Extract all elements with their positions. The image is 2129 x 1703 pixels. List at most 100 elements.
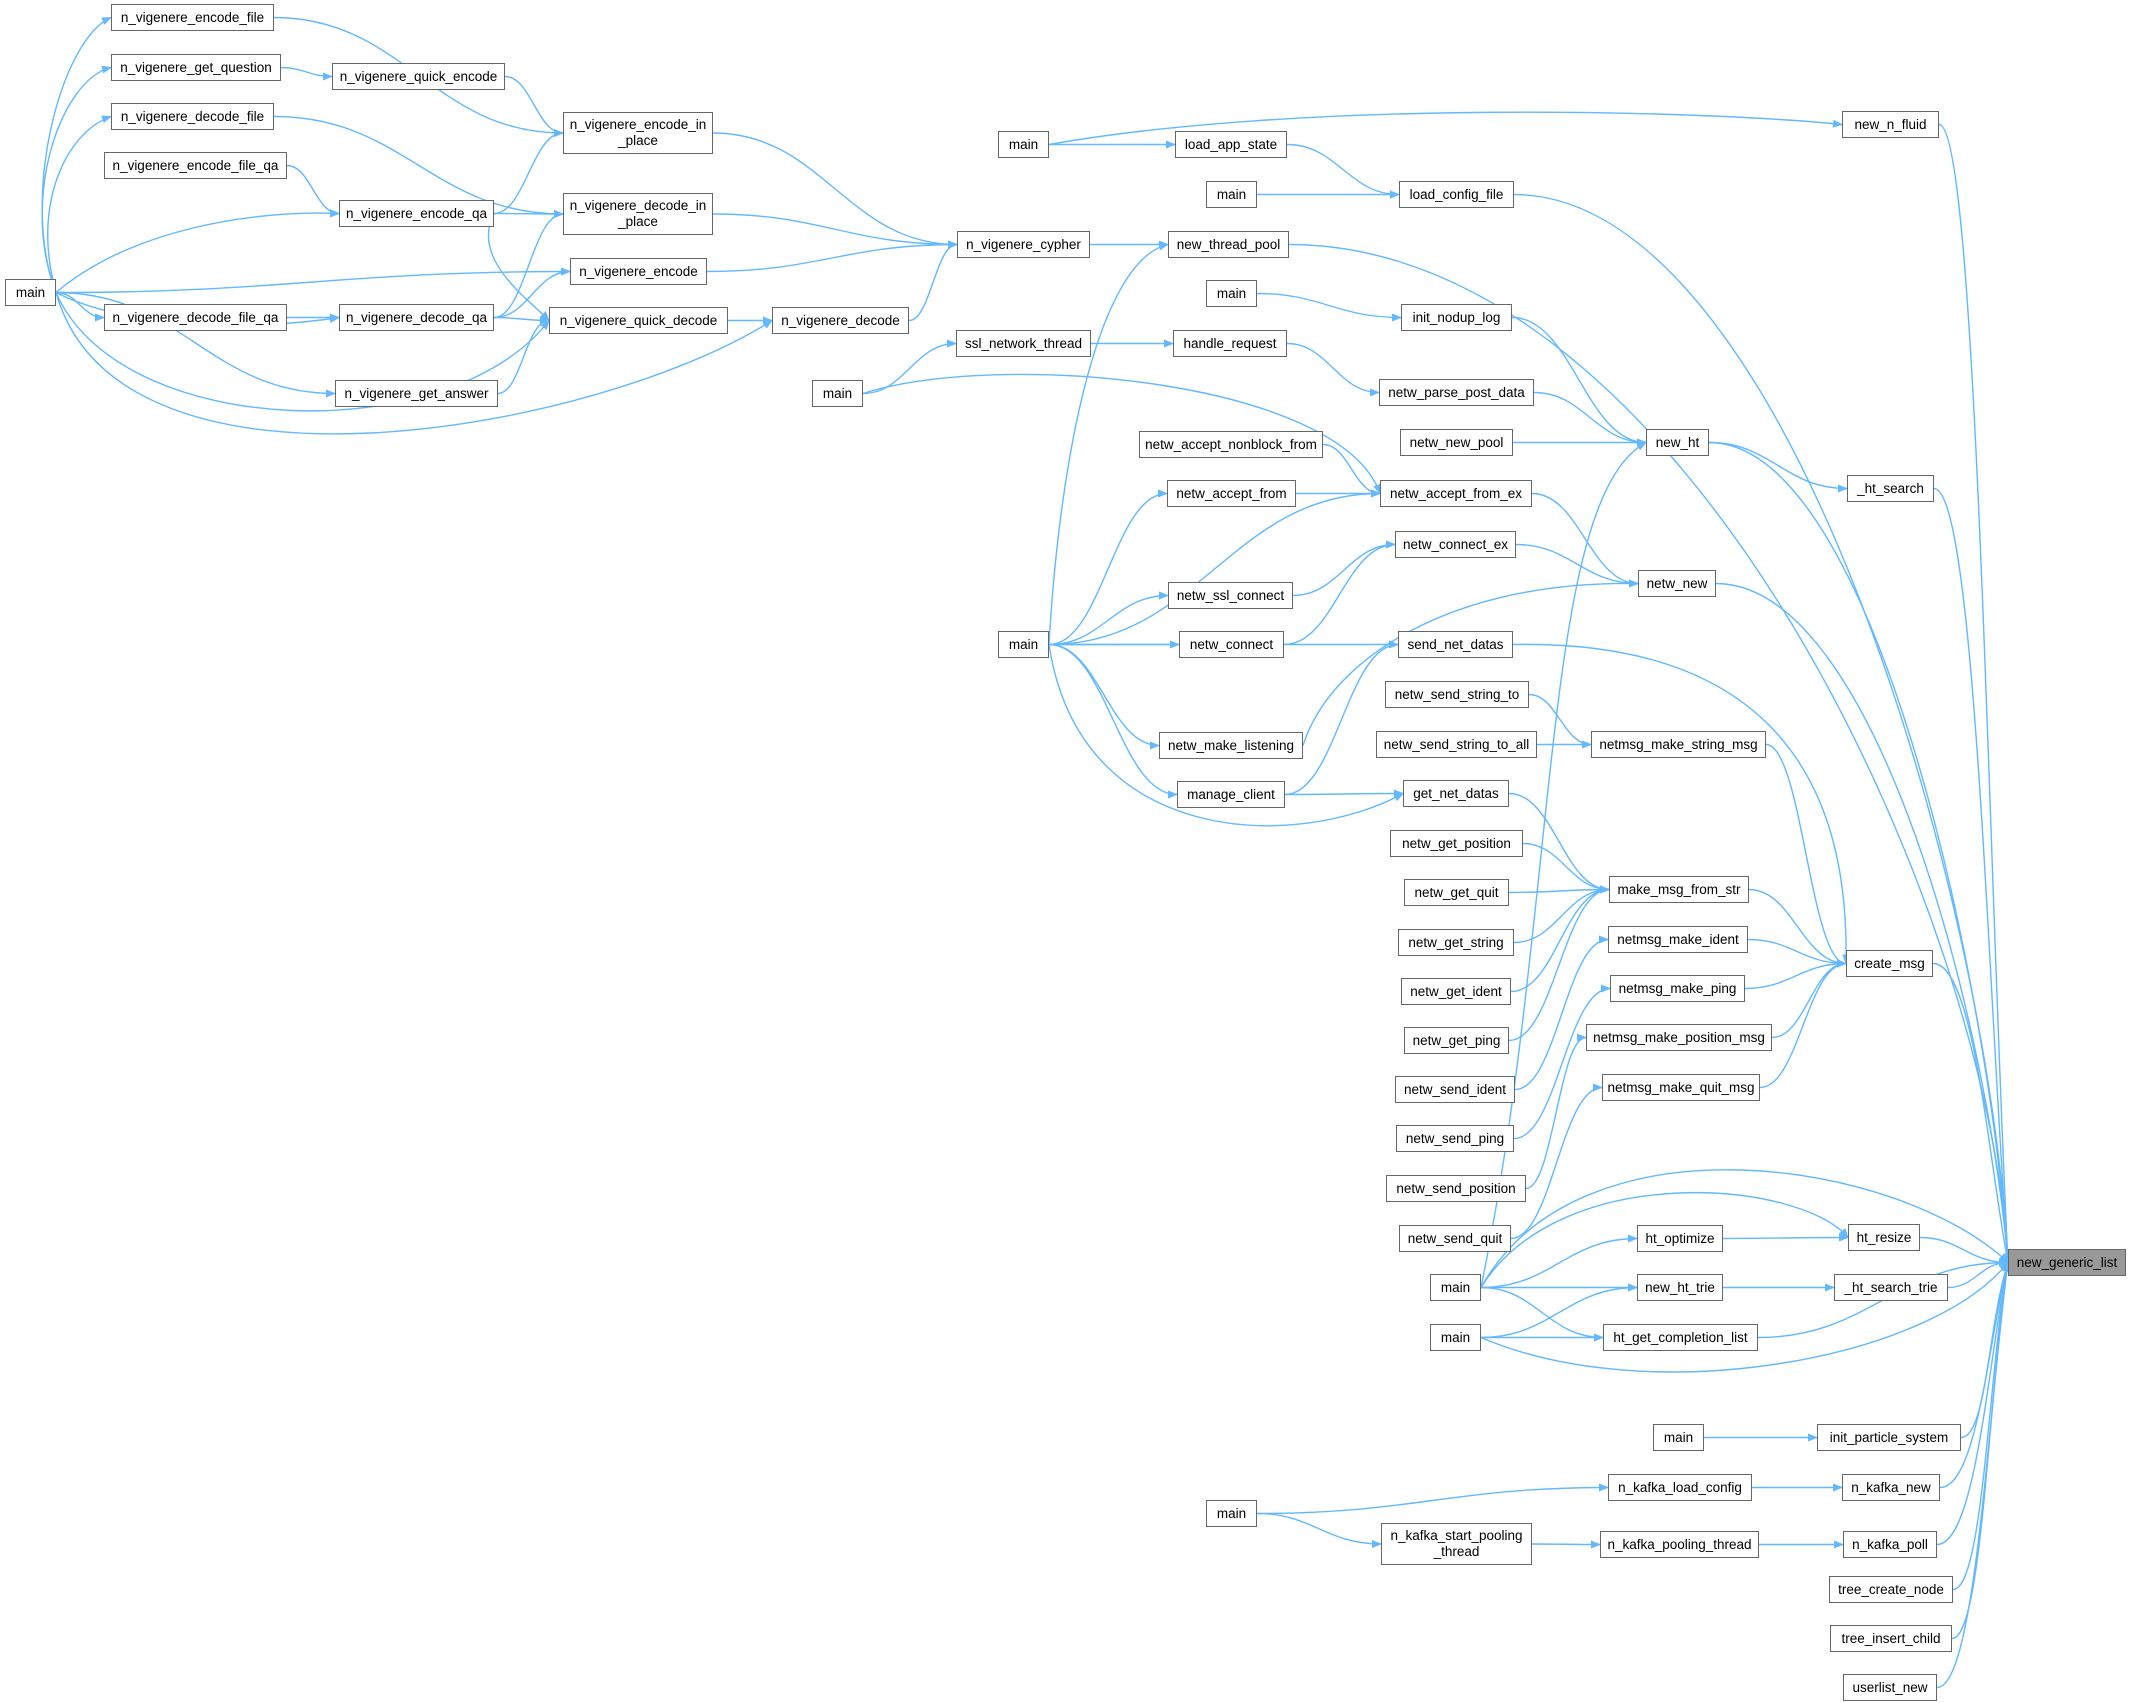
edge-mainVig-to-n_vigenere_decode [55, 292, 773, 435]
node-ht-search[interactable]: _ht_search [1847, 475, 1934, 502]
edge-mainVig-to-n_vigenere_decode_file [47, 115, 112, 293]
node-load-config-file[interactable]: load_config_file [1399, 181, 1514, 208]
node-make-msg-from-str[interactable]: make_msg_from_str [1609, 876, 1749, 903]
edge-n_vigenere_encode_qa-to-n_vigenere_quick_decode [487, 213, 550, 322]
node-main-particle[interactable]: main [1653, 1424, 1704, 1451]
node-netmsg-make-quit-msg[interactable]: netmsg_make_quit_msg [1602, 1074, 1760, 1101]
node-n-vigenere-quick-encode[interactable]: n_vigenere_quick_encode [332, 63, 505, 90]
edge-netw_get_ident-to-make_msg_from_str [1510, 885, 1610, 993]
node-n-vigenere-decode[interactable]: n_vigenere_decode [772, 307, 909, 334]
node-n-kafka-new[interactable]: n_kafka_new [1842, 1474, 1940, 1501]
node-n-vigenere-get-answer[interactable]: n_vigenere_get_answer [335, 380, 498, 407]
node-netw-parse-post-data[interactable]: netw_parse_post_data [1379, 379, 1534, 406]
node-netw-get-string[interactable]: netw_get_string [1398, 929, 1514, 956]
node-create-msg[interactable]: create_msg [1846, 950, 1933, 977]
edge-new_ht-to-_ht_search [1708, 441, 1848, 493]
node-n-kafka-load-config[interactable]: n_kafka_load_config [1608, 1474, 1752, 1501]
node-main-kafka[interactable]: main [1206, 1500, 1257, 1527]
node-new-ht-trie[interactable]: new_ht_trie [1637, 1274, 1723, 1301]
edge-n_vigenere_encode_in_place-to-n_vigenere_cypher [712, 132, 958, 249]
node-ht-optimize[interactable]: ht_optimize [1637, 1225, 1723, 1252]
node-netmsg-make-string-msg[interactable]: netmsg_make_string_msg [1591, 731, 1766, 758]
node-load-app-state[interactable]: load_app_state [1175, 131, 1287, 158]
node-ht-get-completion-list[interactable]: ht_get_completion_list [1603, 1324, 1758, 1351]
node-manage-client[interactable]: manage_client [1177, 781, 1285, 808]
node-n-vigenere-encode-in-place[interactable]: n_vigenere_encode_in _place [563, 112, 713, 154]
node-netw-make-listening[interactable]: netw_make_listening [1159, 732, 1303, 759]
node-ht-search-trie[interactable]: _ht_search_trie [1834, 1274, 1948, 1301]
node-main-ssl[interactable]: main [812, 380, 863, 407]
node-main-app[interactable]: main [998, 131, 1049, 158]
node-main-config[interactable]: main [1206, 181, 1257, 208]
node-netw-send-ping[interactable]: netw_send_ping [1396, 1125, 1514, 1152]
node-netmsg-make-position-msg[interactable]: netmsg_make_position_msg [1586, 1024, 1772, 1051]
node-netw-accept-from[interactable]: netw_accept_from [1167, 480, 1296, 507]
node-netw-send-ident[interactable]: netw_send_ident [1395, 1076, 1515, 1103]
node-netw-send-position[interactable]: netw_send_position [1386, 1175, 1526, 1202]
node-main-nodup[interactable]: main [1206, 280, 1257, 307]
edge-handle_request-to-netw_parse_post_data [1286, 342, 1380, 397]
node-n-vigenere-encode-file[interactable]: n_vigenere_encode_file [111, 4, 274, 31]
node-init-particle-system[interactable]: init_particle_system [1817, 1424, 1961, 1451]
node-main-ht-2[interactable]: main [1430, 1324, 1481, 1351]
edge-n_vigenere_encode_file_qa-to-n_vigenere_encode_qa [286, 164, 340, 218]
node-netw-accept-nonblock-from[interactable]: netw_accept_nonblock_from [1139, 431, 1323, 458]
node-n-vigenere-encode[interactable]: n_vigenere_encode [570, 258, 707, 285]
node-n-vigenere-decode-file[interactable]: n_vigenere_decode_file [111, 103, 274, 130]
node-netw-accept-from-ex[interactable]: netw_accept_from_ex [1380, 480, 1532, 507]
node-netw-get-ping[interactable]: netw_get_ping [1404, 1027, 1509, 1054]
node-userlist-new[interactable]: userlist_new [1843, 1674, 1937, 1701]
node-netw-get-quit[interactable]: netw_get_quit [1404, 879, 1509, 906]
edge-mainNet-to-get_net_datas [1048, 644, 1404, 827]
node-new-thread-pool[interactable]: new_thread_pool [1168, 231, 1289, 258]
node-netw-send-quit[interactable]: netw_send_quit [1399, 1225, 1511, 1252]
node-new-ht[interactable]: new_ht [1646, 429, 1709, 456]
node-ht-resize[interactable]: ht_resize [1848, 1224, 1920, 1251]
node-netw-get-ident[interactable]: netw_get_ident [1401, 978, 1511, 1005]
node-netw-new-pool[interactable]: netw_new_pool [1400, 429, 1513, 456]
node-tree-create-node[interactable]: tree_create_node [1829, 1576, 1953, 1603]
node-n-kafka-poll[interactable]: n_kafka_poll [1843, 1531, 1937, 1558]
node-handle-request[interactable]: handle_request [1173, 330, 1287, 357]
node-netw-new[interactable]: netw_new [1638, 570, 1716, 597]
node-netw-send-string-to[interactable]: netw_send_string_to [1385, 681, 1529, 708]
edge-n_vigenere_get_question-to-n_vigenere_quick_encode [280, 66, 333, 81]
node-main-ht-1[interactable]: main [1430, 1274, 1481, 1301]
node-new-generic-list[interactable]: new_generic_list [2008, 1249, 2126, 1276]
node-n-vigenere-decode-in-place[interactable]: n_vigenere_decode_in _place [563, 193, 713, 235]
node-netw-send-string-to-all[interactable]: netw_send_string_to_all [1376, 731, 1537, 758]
node-new-n-fluid[interactable]: new_n_fluid [1842, 111, 1939, 138]
node-n-vigenere-decode-file-qa[interactable]: n_vigenere_decode_file_qa [104, 304, 287, 331]
node-send-net-datas[interactable]: send_net_datas [1398, 631, 1513, 658]
node-netmsg-make-ping[interactable]: netmsg_make_ping [1610, 975, 1745, 1002]
node-n-vigenere-encode-file-qa[interactable]: n_vigenere_encode_file_qa [104, 152, 287, 179]
node-n-kafka-pooling-thread[interactable]: n_kafka_pooling_thread [1600, 1531, 1759, 1558]
node-netw-ssl-connect[interactable]: netw_ssl_connect [1168, 582, 1293, 609]
node-netw-connect-ex[interactable]: netw_connect_ex [1395, 531, 1516, 558]
node-netw-connect[interactable]: netw_connect [1179, 631, 1284, 658]
node-tree-insert-child[interactable]: tree_insert_child [1830, 1625, 1952, 1652]
edge-netw_connect-to-netw_connect_ex [1283, 540, 1396, 646]
node-init-nodup-log[interactable]: init_nodup_log [1401, 304, 1512, 331]
node-n-vigenere-decode-qa[interactable]: n_vigenere_decode_qa [339, 304, 494, 331]
edge-init_nodup_log-to-new_ht [1511, 316, 1647, 447]
node-netmsg-make-ident[interactable]: netmsg_make_ident [1608, 926, 1748, 953]
node-ssl-network-thread[interactable]: ssl_network_thread [956, 330, 1091, 357]
edge-netw_make_listening-to-netw_new [1302, 579, 1639, 746]
node-netw-get-position[interactable]: netw_get_position [1390, 830, 1523, 857]
edge-mainSsl-to-ssl_network_thread [862, 339, 957, 395]
node-get-net-datas[interactable]: get_net_datas [1403, 780, 1509, 807]
node-n-kafka-start-pooling-thread[interactable]: n_kafka_start_pooling _thread [1381, 1523, 1532, 1565]
edge-n_vigenere_decode_in_place-to-n_vigenere_cypher [712, 213, 958, 249]
edge-netw_new-to-new_generic_list [1715, 582, 2012, 1264]
edge-mainNet-to-new_thread_pool [1048, 242, 1169, 645]
edge-netw_get_string-to-make_msg_from_str [1513, 885, 1610, 944]
node-n-vigenere-cypher[interactable]: n_vigenere_cypher [957, 231, 1090, 258]
node-n-vigenere-quick-decode[interactable]: n_vigenere_quick_decode [549, 307, 728, 334]
node-main-vigenere[interactable]: main [5, 279, 56, 306]
node-n-vigenere-encode-qa[interactable]: n_vigenere_encode_qa [339, 200, 494, 227]
node-n-vigenere-get-question[interactable]: n_vigenere_get_question [111, 54, 281, 81]
edge-n_vigenere_quick_encode-to-n_vigenere_encode_in_place [504, 75, 564, 137]
edge-get_net_datas-to-make_msg_from_str [1508, 792, 1610, 894]
node-main-net[interactable]: main [998, 631, 1049, 658]
